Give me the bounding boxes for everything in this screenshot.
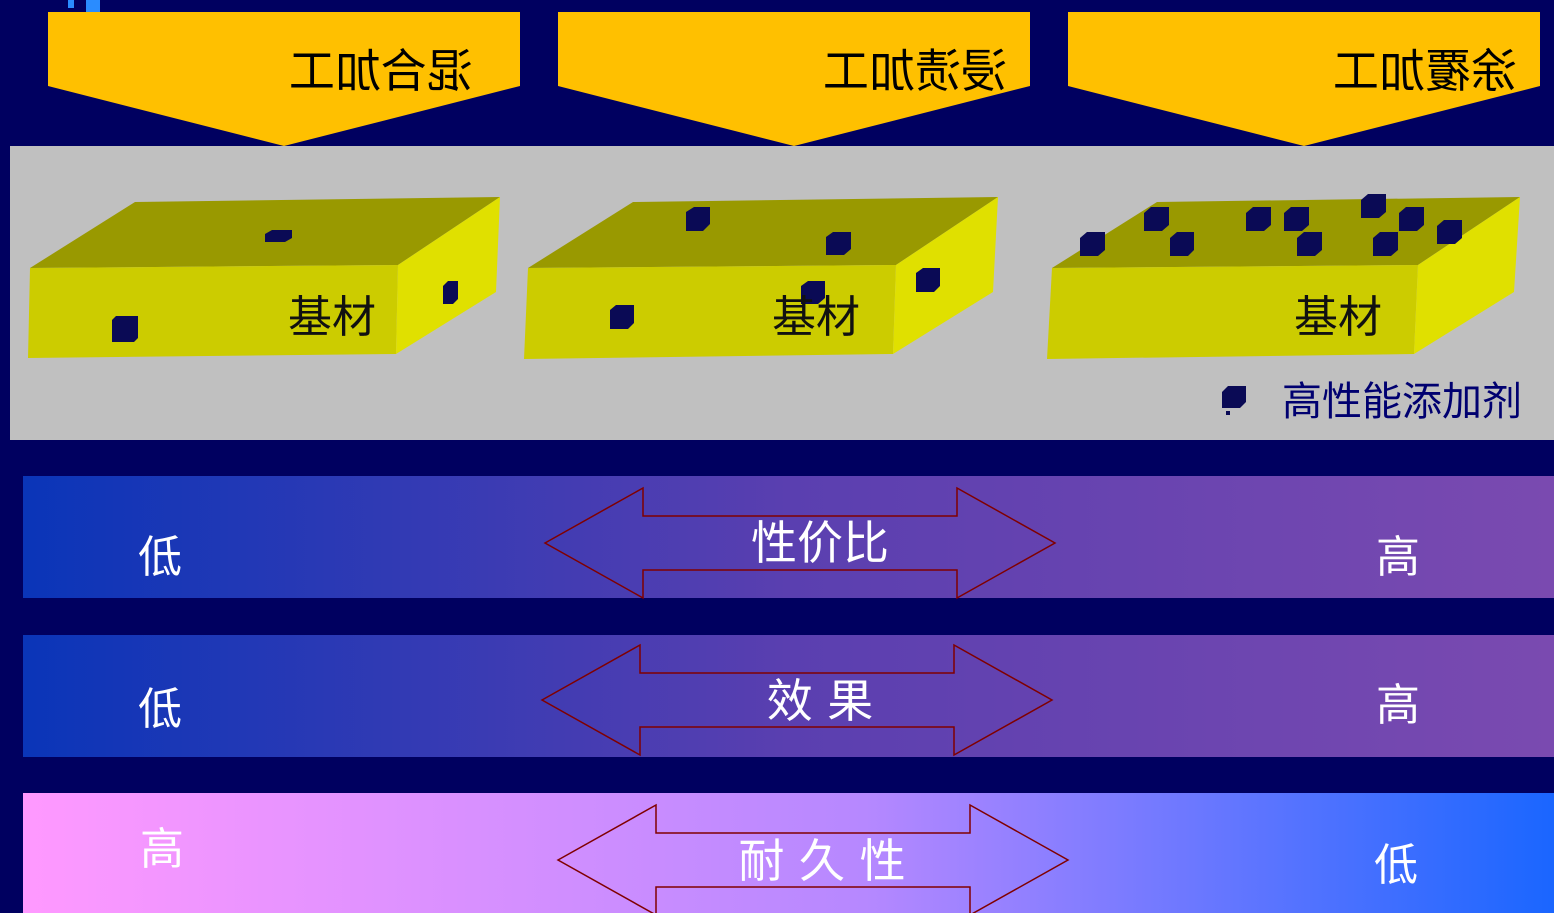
additive-particle [1399, 207, 1424, 231]
scale-right-value: 高 [1376, 680, 1420, 731]
additive-particle [112, 316, 138, 342]
process-arrow-mixing [48, 12, 520, 146]
scale-left-value: 低 [138, 684, 182, 735]
scale-band-effect [23, 635, 1554, 757]
additive-particle [1361, 194, 1386, 218]
additive-particle [265, 230, 292, 242]
scale-label-effect: 效 果 [766, 674, 874, 728]
additive-particle [1297, 232, 1322, 256]
substrate-label: 基材 [772, 292, 860, 343]
scale-right-value: 高 [1376, 532, 1420, 583]
additive-particle [1170, 232, 1194, 256]
process-label-coating: 涂覆加工 [1333, 44, 1517, 98]
process-arrow-coating [1068, 12, 1540, 146]
process-label-mixing: 混合加工 [289, 44, 473, 98]
scale-left-value: 高 [140, 824, 184, 875]
additive-particle [1437, 220, 1462, 244]
additive-particle [1080, 232, 1105, 256]
legend-additive-icon [1222, 386, 1246, 415]
double-arrow-icon [543, 486, 1057, 600]
additive-particle [826, 232, 851, 255]
scale-label-durability: 耐 久 性 [738, 834, 906, 888]
legend-label: 高性能添加剂 [1282, 379, 1522, 425]
additive-particle [916, 268, 940, 292]
additive-particle [443, 281, 458, 304]
process-label-impregnation: 浸渍加工 [823, 44, 1007, 98]
additive-particle [1373, 232, 1398, 256]
scale-band-cost-performance [23, 476, 1554, 598]
scale-label-cost-performance: 性价比 [751, 516, 889, 570]
additive-particle [1284, 207, 1309, 231]
double-arrow-icon [540, 643, 1054, 757]
process-arrow-impregnation [558, 12, 1030, 146]
additive-particle [610, 305, 634, 329]
scale-band-durability [23, 793, 1554, 913]
substrate-label: 基材 [288, 292, 376, 343]
additive-particle [801, 281, 825, 304]
scale-left-value: 低 [138, 532, 182, 583]
double-arrow-icon [556, 803, 1070, 913]
additive-particle [686, 207, 710, 231]
additive-particle [1246, 207, 1271, 231]
corner-mark [86, 0, 100, 14]
additive-particle [1144, 207, 1169, 231]
scale-right-value: 低 [1374, 840, 1418, 891]
substrate-label: 基材 [1294, 292, 1382, 343]
corner-mark [68, 0, 74, 8]
